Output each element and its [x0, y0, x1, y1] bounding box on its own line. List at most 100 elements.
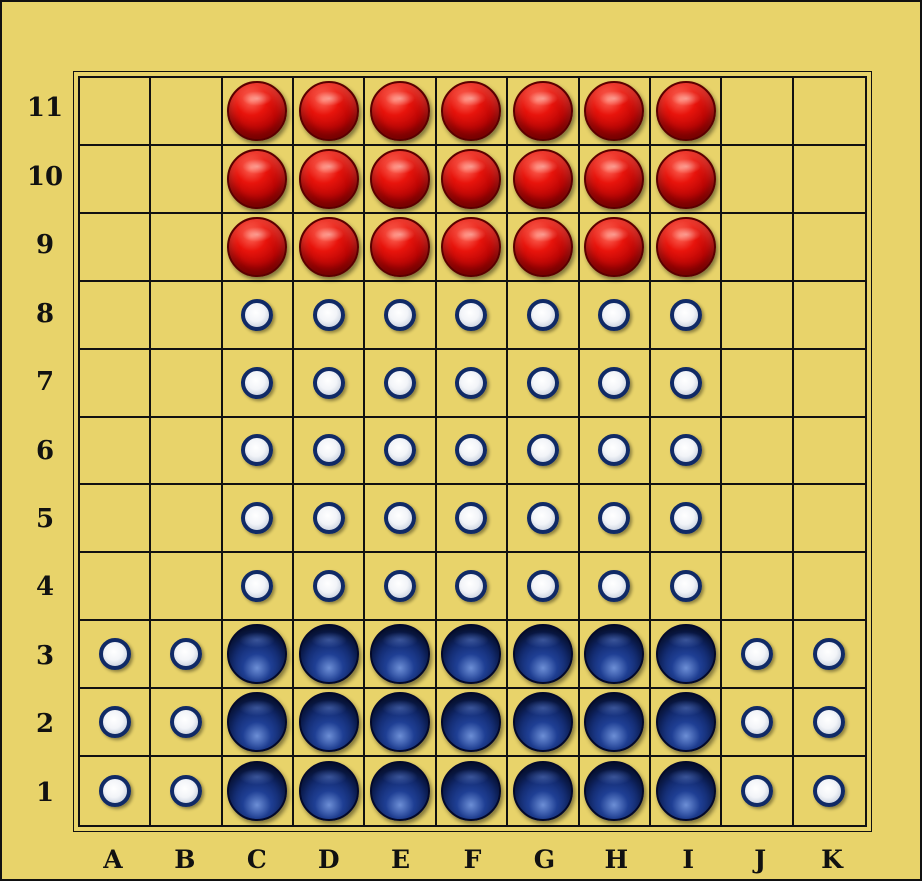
cell-f8[interactable] — [437, 282, 508, 350]
cell-e2[interactable] — [365, 689, 436, 757]
blue-piece[interactable] — [299, 624, 359, 684]
cell-d7[interactable] — [294, 350, 365, 418]
cell-e10[interactable] — [365, 146, 436, 214]
red-piece[interactable] — [584, 217, 644, 277]
cell-b5[interactable] — [151, 485, 222, 553]
marble-piece[interactable] — [241, 502, 273, 534]
marble-piece[interactable] — [670, 502, 702, 534]
red-piece[interactable] — [299, 81, 359, 141]
cell-h8[interactable] — [580, 282, 651, 350]
cell-f2[interactable] — [437, 689, 508, 757]
cell-g1[interactable] — [508, 757, 579, 825]
marble-piece[interactable] — [455, 434, 487, 466]
cell-f11[interactable] — [437, 78, 508, 146]
blue-piece[interactable] — [370, 692, 430, 752]
cell-d3[interactable] — [294, 621, 365, 689]
cell-f5[interactable] — [437, 485, 508, 553]
cell-k11[interactable] — [794, 78, 865, 146]
cell-a1[interactable] — [80, 757, 151, 825]
cell-b4[interactable] — [151, 553, 222, 621]
blue-piece[interactable] — [227, 624, 287, 684]
blue-piece[interactable] — [227, 692, 287, 752]
marble-piece[interactable] — [455, 367, 487, 399]
cell-c3[interactable] — [223, 621, 294, 689]
blue-piece[interactable] — [584, 624, 644, 684]
blue-piece[interactable] — [227, 761, 287, 821]
marble-piece[interactable] — [99, 775, 131, 807]
marble-piece[interactable] — [598, 367, 630, 399]
cell-d5[interactable] — [294, 485, 365, 553]
cell-k3[interactable] — [794, 621, 865, 689]
marble-piece[interactable] — [170, 775, 202, 807]
marble-piece[interactable] — [99, 638, 131, 670]
marble-piece[interactable] — [670, 299, 702, 331]
cell-e3[interactable] — [365, 621, 436, 689]
cell-k7[interactable] — [794, 350, 865, 418]
blue-piece[interactable] — [370, 761, 430, 821]
cell-k9[interactable] — [794, 214, 865, 282]
cell-c6[interactable] — [223, 418, 294, 486]
cell-i2[interactable] — [651, 689, 722, 757]
cell-j7[interactable] — [722, 350, 793, 418]
marble-piece[interactable] — [455, 502, 487, 534]
cell-k2[interactable] — [794, 689, 865, 757]
cell-h11[interactable] — [580, 78, 651, 146]
red-piece[interactable] — [227, 81, 287, 141]
marble-piece[interactable] — [670, 367, 702, 399]
cell-f6[interactable] — [437, 418, 508, 486]
cell-k8[interactable] — [794, 282, 865, 350]
cell-g9[interactable] — [508, 214, 579, 282]
cell-k10[interactable] — [794, 146, 865, 214]
cell-e9[interactable] — [365, 214, 436, 282]
marble-piece[interactable] — [741, 706, 773, 738]
cell-k1[interactable] — [794, 757, 865, 825]
cell-i4[interactable] — [651, 553, 722, 621]
cell-c8[interactable] — [223, 282, 294, 350]
cell-j5[interactable] — [722, 485, 793, 553]
cell-j2[interactable] — [722, 689, 793, 757]
cell-h4[interactable] — [580, 553, 651, 621]
marble-piece[interactable] — [241, 367, 273, 399]
cell-b3[interactable] — [151, 621, 222, 689]
marble-piece[interactable] — [313, 367, 345, 399]
cell-d11[interactable] — [294, 78, 365, 146]
cell-c11[interactable] — [223, 78, 294, 146]
cell-b8[interactable] — [151, 282, 222, 350]
cell-g6[interactable] — [508, 418, 579, 486]
blue-piece[interactable] — [441, 761, 501, 821]
marble-piece[interactable] — [527, 367, 559, 399]
marble-piece[interactable] — [241, 299, 273, 331]
cell-a2[interactable] — [80, 689, 151, 757]
cell-i7[interactable] — [651, 350, 722, 418]
blue-piece[interactable] — [513, 692, 573, 752]
cell-g5[interactable] — [508, 485, 579, 553]
cell-i11[interactable] — [651, 78, 722, 146]
cell-b11[interactable] — [151, 78, 222, 146]
cell-e7[interactable] — [365, 350, 436, 418]
red-piece[interactable] — [299, 149, 359, 209]
red-piece[interactable] — [370, 217, 430, 277]
cell-g8[interactable] — [508, 282, 579, 350]
marble-piece[interactable] — [598, 570, 630, 602]
cell-c9[interactable] — [223, 214, 294, 282]
red-piece[interactable] — [513, 149, 573, 209]
marble-piece[interactable] — [527, 570, 559, 602]
marble-piece[interactable] — [313, 434, 345, 466]
cell-b10[interactable] — [151, 146, 222, 214]
red-piece[interactable] — [513, 217, 573, 277]
marble-piece[interactable] — [241, 570, 273, 602]
marble-piece[interactable] — [455, 299, 487, 331]
cell-d8[interactable] — [294, 282, 365, 350]
cell-a8[interactable] — [80, 282, 151, 350]
cell-h5[interactable] — [580, 485, 651, 553]
red-piece[interactable] — [299, 217, 359, 277]
cell-i5[interactable] — [651, 485, 722, 553]
cell-g4[interactable] — [508, 553, 579, 621]
blue-piece[interactable] — [513, 761, 573, 821]
marble-piece[interactable] — [598, 502, 630, 534]
blue-piece[interactable] — [656, 761, 716, 821]
red-piece[interactable] — [656, 217, 716, 277]
cell-e6[interactable] — [365, 418, 436, 486]
cell-e1[interactable] — [365, 757, 436, 825]
cell-a3[interactable] — [80, 621, 151, 689]
